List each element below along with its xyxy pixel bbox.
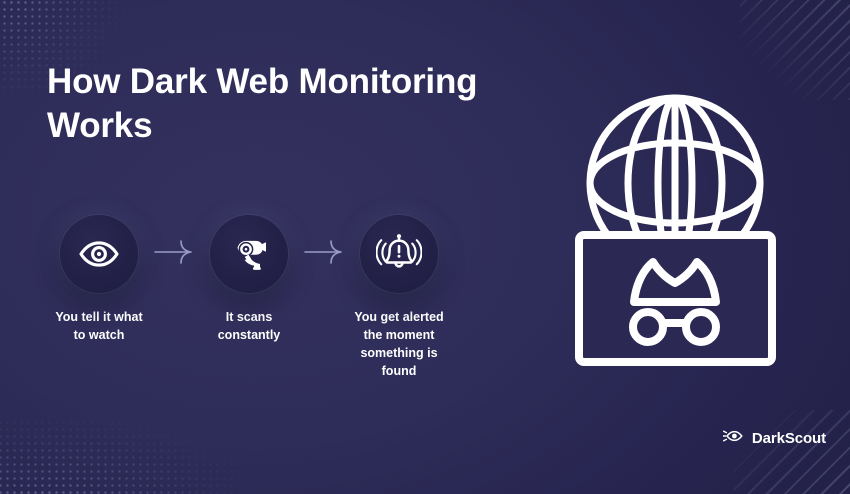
step-item-1: You tell it what to watch <box>48 215 150 344</box>
darkscout-eye-logo-icon <box>722 428 745 449</box>
glasses-icon <box>629 308 720 346</box>
alert-bell-icon <box>376 232 422 276</box>
step-label-2: It scans constantly <box>217 310 281 342</box>
step-label-1: You tell it what to watch <box>55 310 143 342</box>
brand-logo: DarkScout <box>722 428 826 449</box>
step-connector-2 <box>300 215 348 293</box>
eye-icon <box>77 232 121 276</box>
cctv-camera-icon <box>227 232 271 276</box>
step-connector-1 <box>150 215 198 293</box>
globe-with-spy-monitor-icon <box>560 80 800 370</box>
fedora-hat-icon <box>630 258 720 306</box>
step-icon-badge-3 <box>360 215 438 293</box>
step-item-3: You get alerted the moment something is … <box>348 215 450 380</box>
brand-name: DarkScout <box>751 430 826 447</box>
diagonal-stripes-decoration-bottom-right <box>734 410 850 494</box>
arrow-right-icon <box>304 239 344 270</box>
arrow-right-icon <box>154 239 194 270</box>
step-icon-badge-2 <box>210 215 288 293</box>
dot-grid-decoration-bottom-left <box>0 384 290 494</box>
page-title: How Dark Web Monitoring Works <box>47 62 478 145</box>
step-icon-badge-1 <box>60 215 138 293</box>
step-label-3: You get alerted the moment something is … <box>354 310 444 378</box>
steps-flow: You tell it what to watch <box>48 215 450 380</box>
step-item-2: It scans constantly <box>198 215 300 344</box>
